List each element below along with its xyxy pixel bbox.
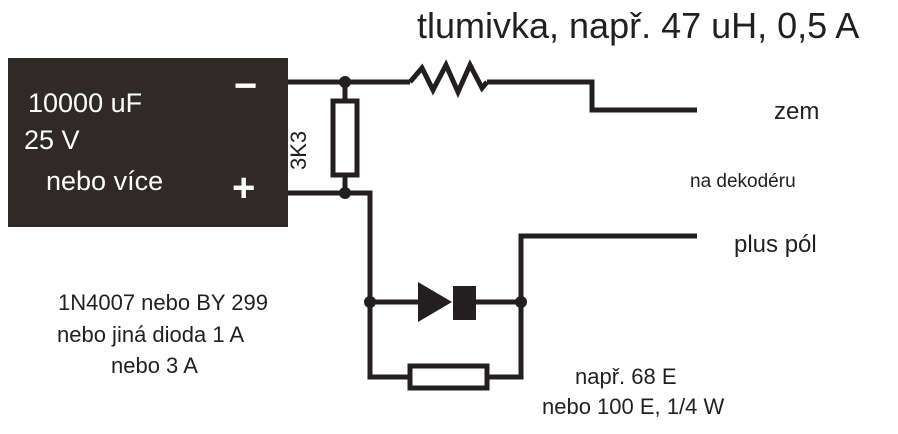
wire-to-ground-output: [487, 79, 697, 113]
capacitor-note-label: nebo více: [46, 166, 164, 196]
positive-output-label: plus pól: [734, 231, 817, 258]
parallel-resistor-label-line1: např. 68 E: [575, 364, 677, 389]
diode-triangle: [418, 282, 452, 322]
diode-label-line3: nebo 3 A: [111, 353, 198, 378]
capacitor-capacitance-label: 10000 uF: [28, 88, 143, 118]
junction-node: [339, 187, 351, 199]
diode-label-line2: nebo jiná dioda 1 A: [57, 322, 245, 347]
inductor-symbol: [408, 59, 489, 99]
resistor-3k3-body: [330, 98, 360, 178]
parallel-resistor-label-line2: nebo 100 E, 1/4 W: [542, 394, 725, 419]
resistor-3k3-label: 3K3: [286, 130, 311, 170]
resistor-parallel-body: [407, 363, 490, 391]
junction-node: [364, 296, 376, 308]
decoder-label: na dekodéru: [690, 171, 796, 192]
junction-node: [339, 76, 351, 88]
capacitor-minus-sign: −: [234, 64, 258, 108]
diode-label-line1: 1N4007 nebo BY 299: [58, 290, 268, 315]
inductor-label: tlumivka, např. 47 uH, 0,5 A: [417, 5, 860, 46]
capacitor-voltage-label: 25 V: [24, 125, 80, 155]
capacitor-plus-sign: +: [232, 166, 256, 210]
diode-cathode-bar: [453, 286, 476, 320]
junction-node: [515, 296, 527, 308]
capacitor-body: [8, 58, 288, 227]
ground-output-label: zem: [774, 98, 820, 125]
wire-plus-to-diode: [288, 190, 410, 380]
